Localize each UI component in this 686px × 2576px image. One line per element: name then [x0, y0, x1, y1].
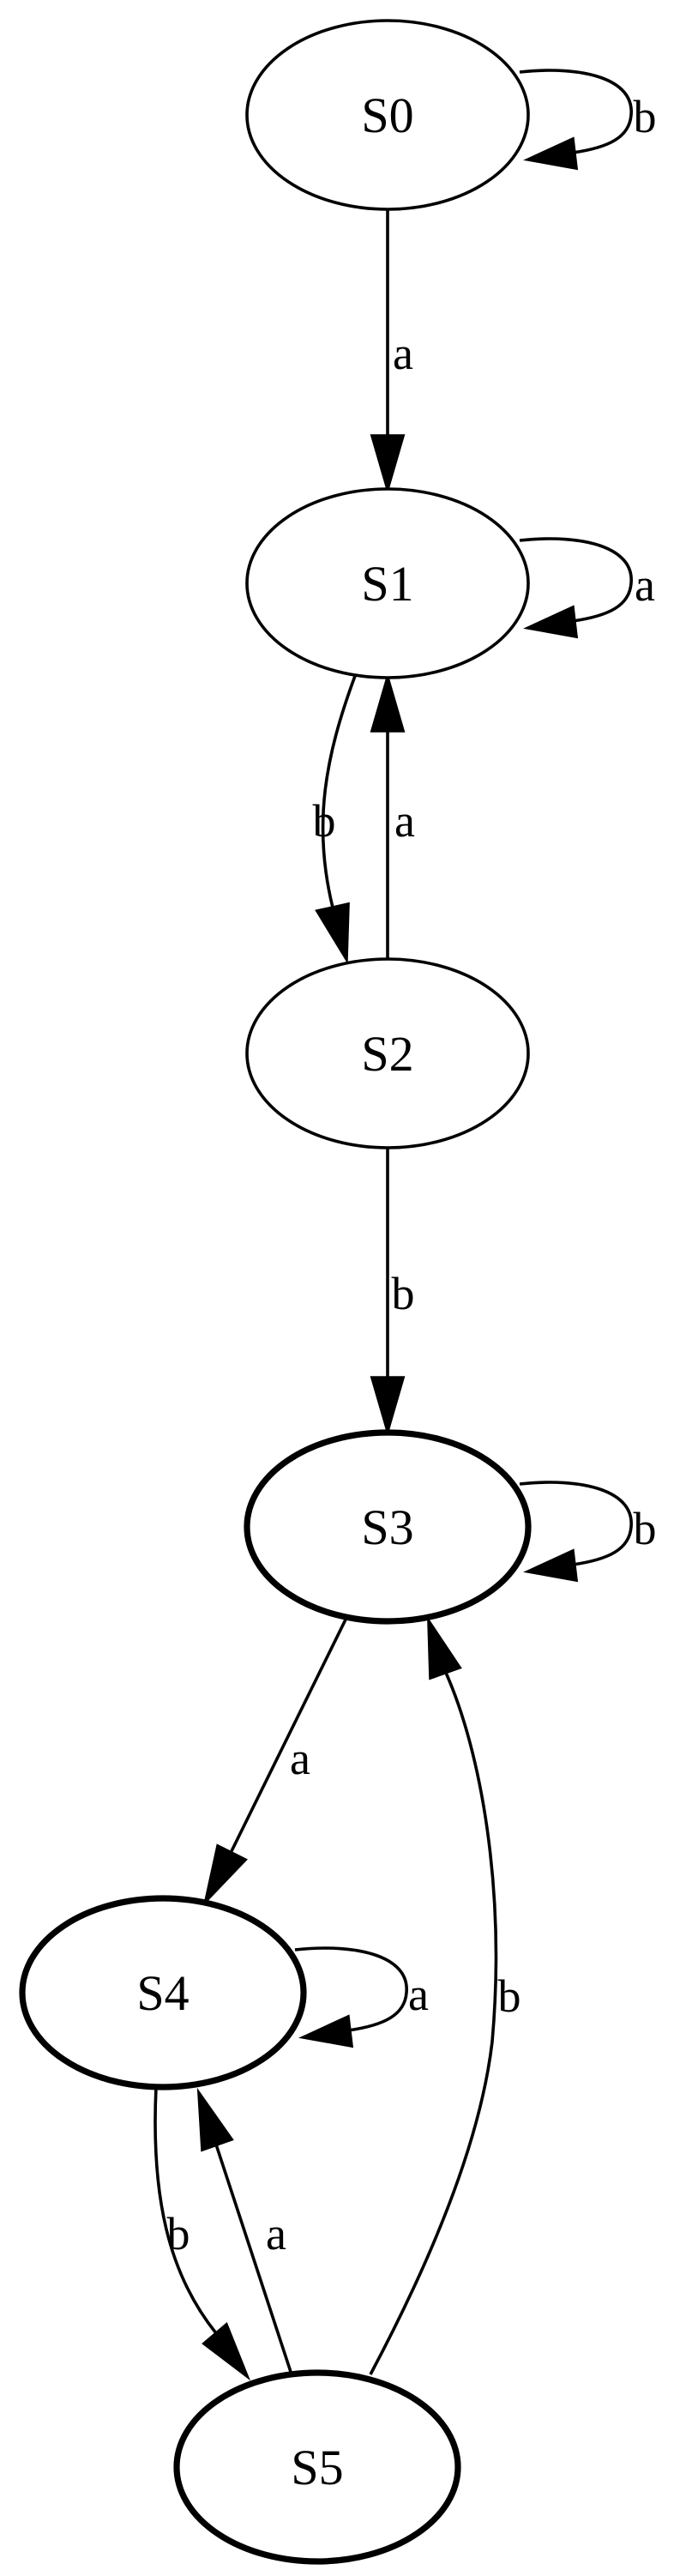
edge-label: a — [266, 2208, 286, 2259]
arrowhead-icon — [370, 1376, 406, 1437]
edge-label: b — [634, 1503, 657, 1554]
state-label: S3 — [361, 1499, 413, 1555]
edge-label: b — [634, 91, 657, 142]
edge-s3-s4: a — [202, 1617, 348, 1906]
edge-s5-s4: a — [196, 2087, 293, 2375]
edge-line — [321, 675, 357, 908]
edge-line — [369, 1672, 498, 2375]
edge-label: b — [392, 1268, 415, 1319]
edge-label: a — [393, 328, 413, 379]
arrowhead-icon — [370, 434, 406, 495]
edge-line — [519, 69, 633, 154]
edge-s4-s4: a — [294, 1946, 429, 2048]
edge-s2-s3: b — [370, 1148, 415, 1437]
edge-line — [294, 1946, 408, 2032]
state-ellipse — [245, 19, 530, 211]
arrowhead-icon — [370, 672, 406, 733]
edge-label: b — [167, 2208, 190, 2259]
edge-line — [214, 2144, 293, 2375]
edge-s0-s1: a — [370, 209, 413, 495]
edge-s4-s5: b — [153, 2086, 251, 2381]
edge-s5-s3: b — [369, 1615, 521, 2375]
state-label: S1 — [361, 556, 413, 612]
state-ellipse — [245, 487, 530, 679]
state-label: S4 — [136, 1965, 189, 2021]
state-node-s5: S5 — [173, 2369, 461, 2565]
edge-s0-s0: b — [519, 69, 657, 171]
edge-label: b — [313, 795, 336, 847]
edge-line — [153, 2086, 218, 2335]
accepting-state-ellipse — [19, 1895, 307, 2090]
edge-s2-s1: a — [370, 672, 415, 959]
edge-label: a — [290, 1733, 310, 1784]
state-node-s0: S0 — [245, 19, 530, 211]
state-node-s1: S1 — [245, 487, 530, 679]
state-ellipse — [245, 957, 530, 1149]
arrowhead-icon — [523, 1548, 579, 1583]
edge-s1-s1: a — [519, 537, 655, 639]
arrowhead-icon — [298, 2014, 354, 2048]
accepting-state-ellipse — [173, 2369, 461, 2565]
arrowhead-icon — [315, 902, 350, 965]
arrowhead-icon — [523, 136, 579, 171]
arrowhead-icon — [196, 2087, 234, 2152]
arrowhead-icon — [427, 1615, 462, 1680]
state-label: S5 — [291, 2440, 343, 2495]
edge-line — [519, 537, 633, 623]
edge-label: a — [635, 559, 655, 611]
edge-line — [230, 1617, 348, 1852]
state-label: S2 — [361, 1026, 413, 1082]
edges-layer: b a a b a b b a a b a b — [153, 69, 657, 2381]
state-node-s2: S2 — [245, 957, 530, 1149]
accepting-state-ellipse — [244, 1429, 532, 1625]
state-label: S0 — [361, 87, 413, 143]
state-node-s4: S4 — [19, 1895, 307, 2090]
edge-label: a — [394, 795, 415, 847]
edge-s3-s3: b — [519, 1481, 657, 1583]
edge-label: b — [498, 1970, 521, 2022]
state-node-s3: S3 — [244, 1429, 532, 1625]
edge-label: a — [408, 1969, 429, 2020]
arrowhead-icon — [202, 2322, 251, 2381]
edge-line — [519, 1481, 633, 1566]
arrowhead-icon — [523, 605, 579, 639]
arrowhead-icon — [202, 1843, 248, 1906]
edge-s1-s2: b — [313, 675, 357, 965]
